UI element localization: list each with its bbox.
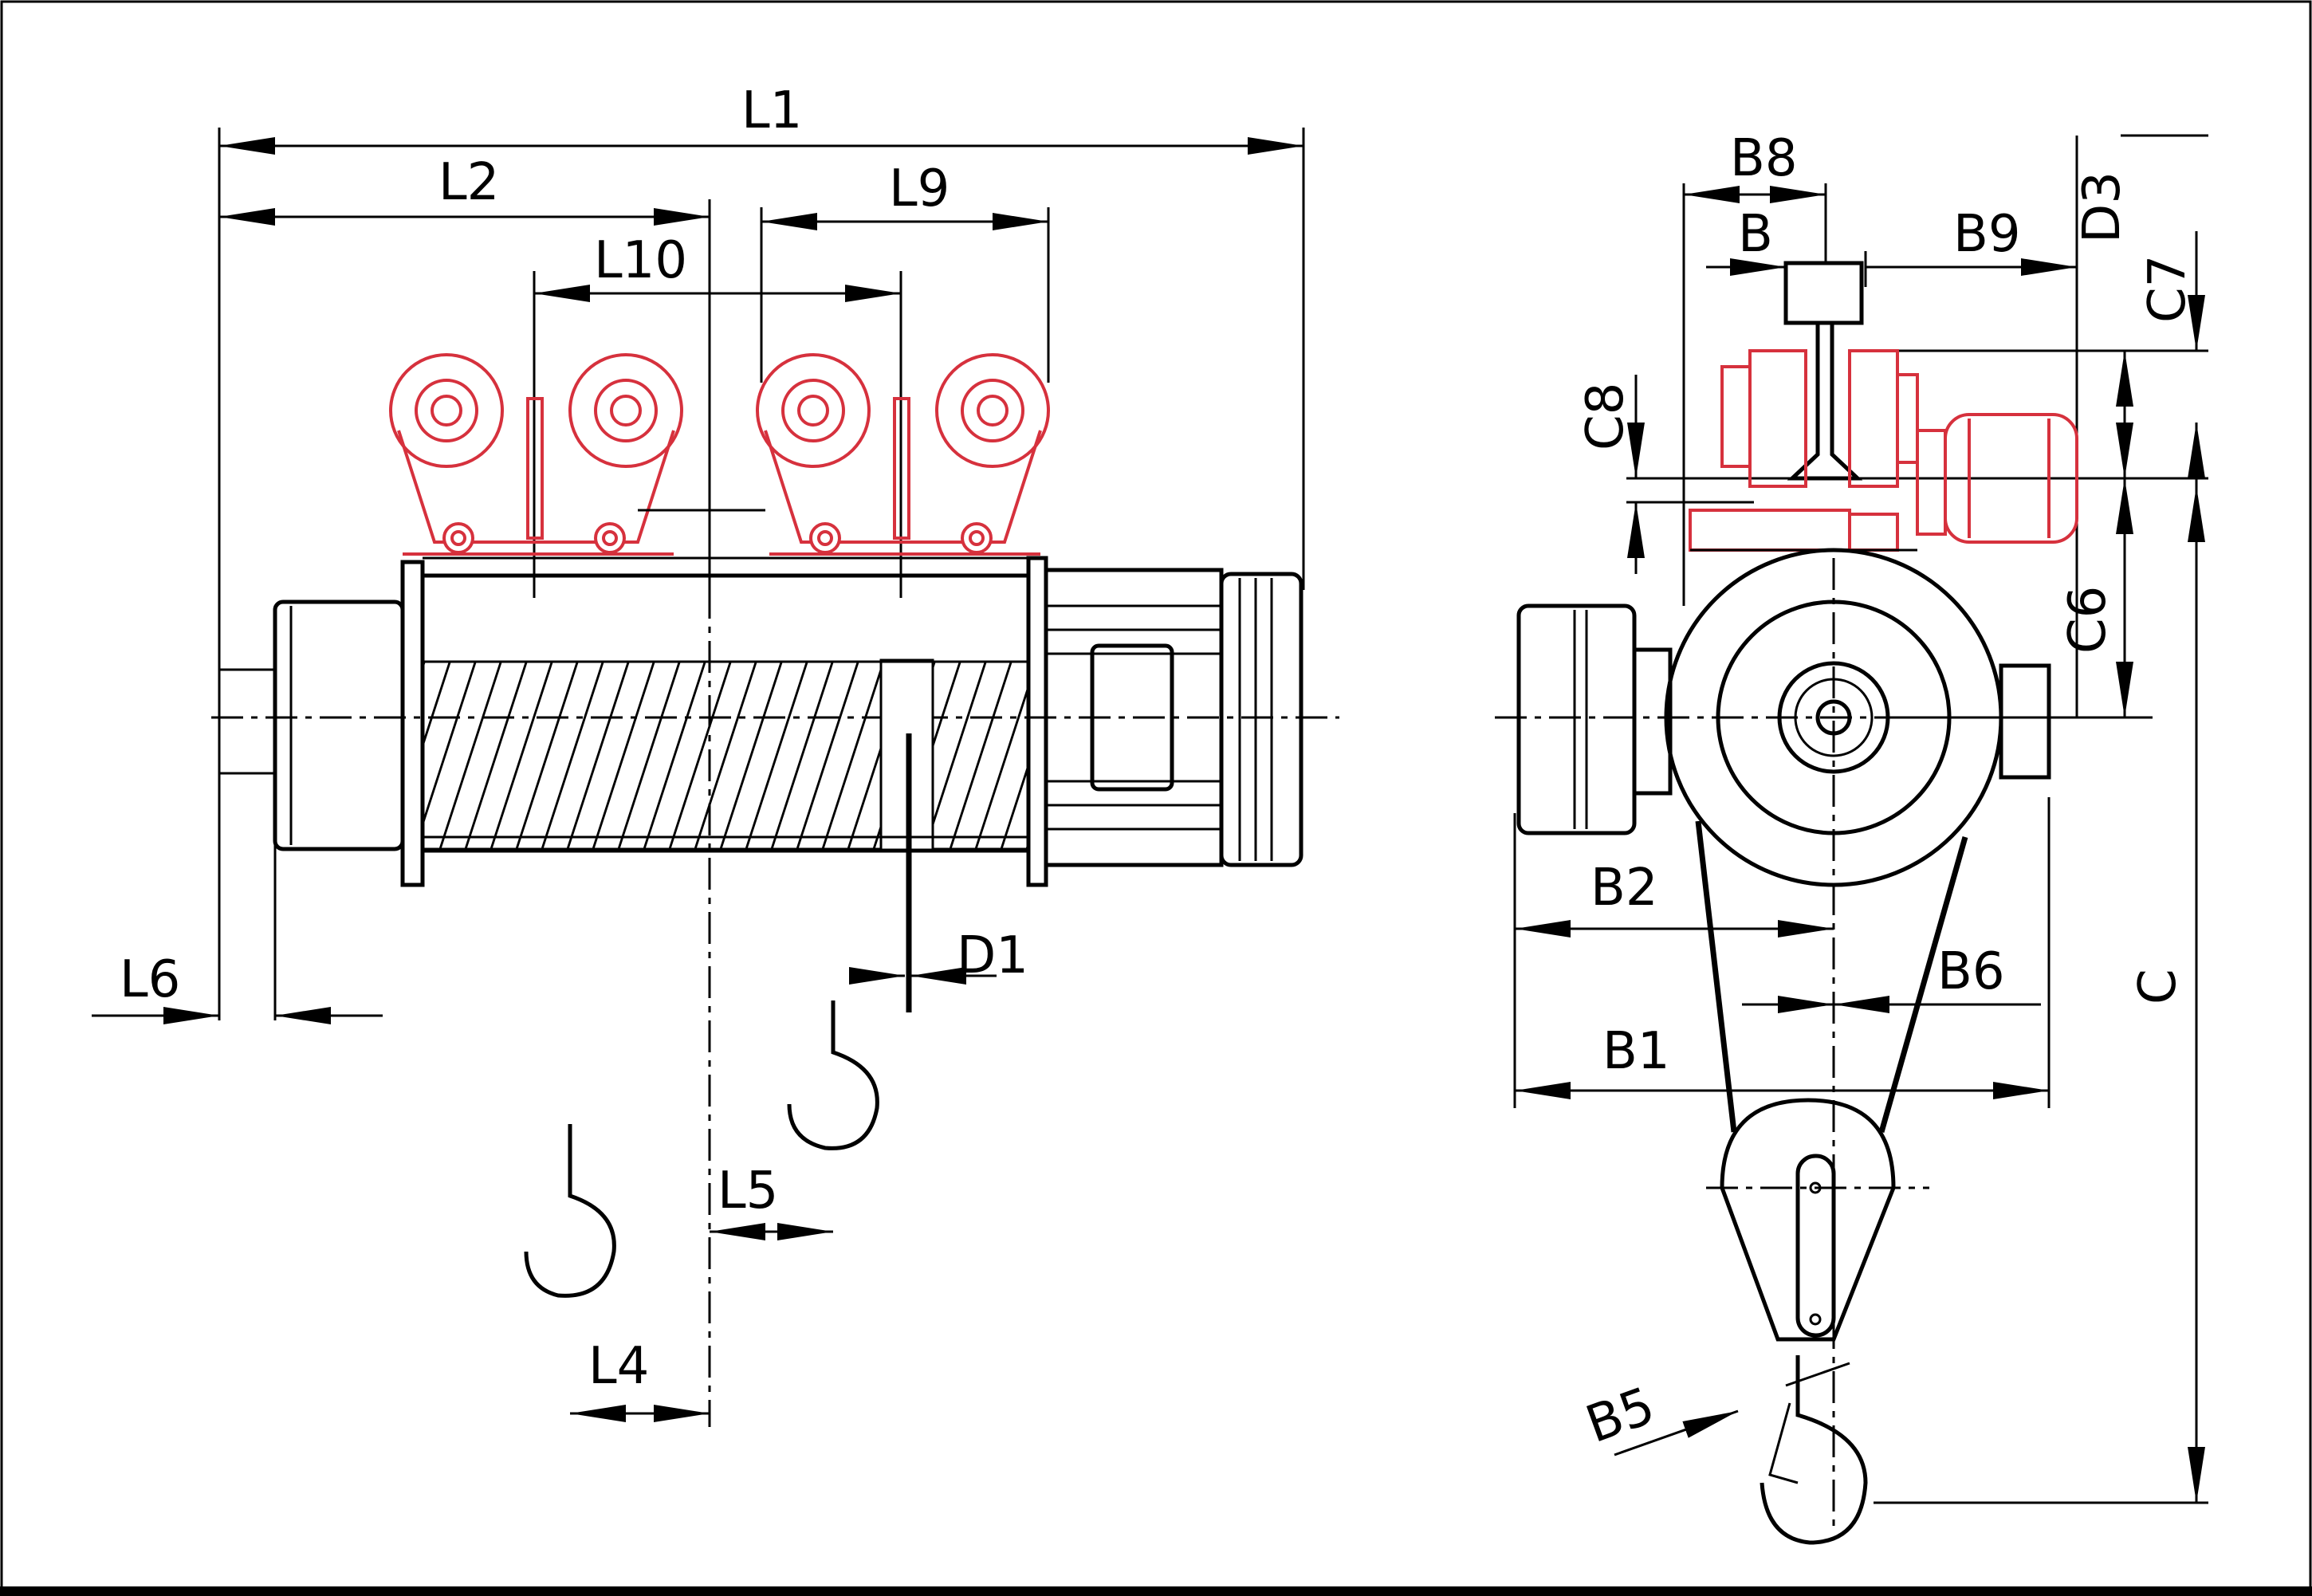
label-l9: L9 (889, 159, 950, 218)
rope-right (1878, 836, 1968, 1133)
drum-end-cap (273, 599, 405, 851)
motor-brake-cover (1219, 572, 1303, 867)
trolley-end-view (1689, 349, 2078, 552)
motor-terminal-box (1090, 643, 1174, 792)
hook-block (1720, 1098, 1896, 1342)
dim-line-b5b (1785, 1362, 1850, 1387)
label-d1: D1 (957, 926, 1028, 985)
motor-fins (1046, 604, 1221, 831)
label-l4: L4 (588, 1337, 649, 1396)
hook-block-slot (1795, 1154, 1836, 1338)
rope-left (1695, 820, 1737, 1133)
label-l10: L10 (594, 231, 687, 290)
drum-hub (1777, 661, 1890, 774)
gearbox-neck (1632, 647, 1673, 796)
label-c8: C8 (1576, 383, 1635, 450)
drum-hub-inner (1794, 678, 1874, 757)
drum-end-stub (218, 668, 277, 775)
label-b6: B6 (1937, 942, 2005, 1001)
hook-block-pin (1809, 1313, 1822, 1326)
drum-left-flange (400, 560, 425, 887)
bottom-border (0, 1586, 2312, 1596)
label-d3: D3 (2073, 171, 2132, 243)
label-b: B (1738, 205, 1773, 264)
drum-circle-inner (1716, 599, 1952, 835)
gearbox-end (1516, 603, 1637, 835)
dim-line-b5 (1614, 1409, 1739, 1456)
hook-shank (1768, 1402, 1799, 1484)
label-c6: C6 (2058, 586, 2117, 654)
hook-end-view (1760, 1355, 1868, 1545)
label-l2: L2 (438, 153, 499, 212)
label-l1: L1 (741, 81, 802, 140)
trolley-wheel (756, 353, 871, 468)
trolley-left (389, 353, 683, 556)
trolley-wheel (389, 353, 504, 468)
label-b2: B2 (1590, 859, 1658, 918)
trolley-wheel (568, 353, 683, 468)
label-l6: L6 (120, 950, 180, 1009)
hook-side-high (787, 1000, 879, 1150)
end-view: B8 B B9 D3 C7 C8 C6 B2 B6 B1 C B5 (1495, 129, 2208, 1545)
side-view: L1 L2 L9 L10 L6 D1 L5 L4 (92, 81, 1339, 1427)
trolley-right (756, 353, 1050, 556)
label-b8: B8 (1730, 129, 1798, 188)
i-beam-rail (1783, 261, 1864, 481)
drum-right-flange (1026, 556, 1048, 887)
label-l5: L5 (718, 1162, 778, 1221)
drum-rope-winding (421, 660, 1030, 851)
hook-side-low (524, 1124, 616, 1298)
label-b1: B1 (1602, 1022, 1670, 1081)
drum-axle (1815, 699, 1852, 736)
drum-right-stub (1999, 663, 2051, 780)
label-b9: B9 (1953, 205, 2021, 264)
label-c: C (2129, 969, 2188, 1004)
trolley-wheel (935, 353, 1050, 468)
label-c7: C7 (2138, 255, 2197, 323)
